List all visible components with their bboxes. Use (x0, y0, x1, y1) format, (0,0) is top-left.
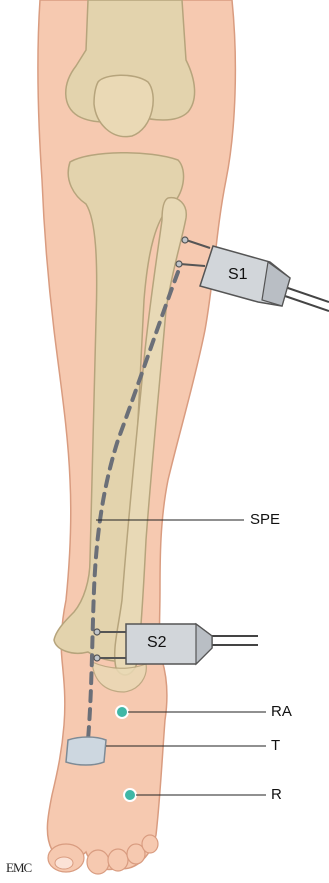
publisher-credit: EMC (6, 860, 31, 876)
label-r: R (271, 786, 282, 803)
recording-electrode-ra (116, 706, 128, 718)
thermal-sensor-pad (66, 737, 106, 765)
recording-electrode-r (124, 789, 136, 801)
big-toenail (55, 857, 73, 869)
label-s2: S2 (147, 634, 167, 652)
label-spe: SPE (250, 511, 280, 528)
label-s1: S1 (228, 266, 248, 284)
label-t: T (271, 737, 280, 754)
label-ra: RA (271, 703, 292, 720)
